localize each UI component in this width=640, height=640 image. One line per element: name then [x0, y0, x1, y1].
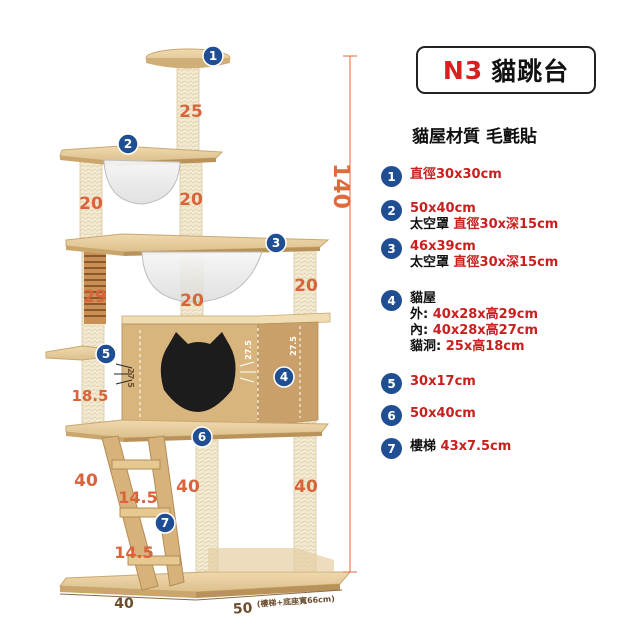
dim-post-left-lower: 18.5 — [71, 387, 108, 405]
spec-number-badge: 6 — [381, 405, 402, 426]
spec-number-badge: 2 — [381, 200, 402, 221]
material-note: 貓屋材質 毛氈貼 — [412, 127, 537, 147]
dim-post-right-base: 40 — [294, 477, 318, 497]
base-dimension-lines — [59, 589, 343, 601]
spec-lines: 50x40cm — [410, 406, 476, 422]
spec-line-value: 直徑30x深15cm — [453, 217, 559, 232]
dim-post-left-upper: 20 — [79, 194, 103, 214]
dim-post-top: 25 — [179, 102, 203, 122]
dim-house-left: 27.5 — [126, 368, 135, 388]
svg-text:1: 1 — [209, 49, 217, 63]
dim-post-center-upper: 20 — [179, 190, 203, 210]
spec-number-badge: 1 — [381, 166, 402, 187]
marker-5: 5 — [95, 343, 117, 365]
svg-text:2: 2 — [124, 137, 132, 151]
ladder — [101, 435, 185, 591]
dim-base-depth-note: (樓梯+底座寬66cm) — [256, 593, 335, 608]
marker-2: 2 — [117, 133, 139, 155]
svg-text:5: 5 — [102, 347, 110, 361]
spec-line-value: 50x40cm — [410, 406, 476, 421]
spec-line-label: 貓洞: — [410, 339, 446, 354]
spec-line-value: 43x7.5cm — [440, 439, 512, 454]
spec-line-value: 直徑30x30cm — [410, 167, 502, 182]
spec-lines: 直徑30x30cm — [410, 167, 502, 183]
dim-base-depth: 50 — [232, 600, 253, 617]
spec-line-value: 25x高18cm — [445, 339, 525, 354]
spring-toy — [84, 252, 106, 324]
dim-ladder-lower: 14.5 — [114, 543, 153, 562]
cat-tree-illustration: 140 25 20 20 29 20 20 18.5 40 40 40 14.5… — [45, 45, 357, 618]
spec-lines: 30x17cm — [410, 374, 476, 390]
dim-post-left-base: 40 — [74, 471, 98, 491]
spec-line: 太空罩 直徑30x深15cm — [410, 255, 558, 271]
spec-line: 樓梯 43x7.5cm — [410, 439, 511, 455]
spec-number-badge: 7 — [381, 438, 402, 459]
spec-line-value: 46x39cm — [410, 239, 476, 254]
spec-line-value: 40x28x高27cm — [432, 323, 539, 338]
marker-1: 1 — [202, 45, 224, 67]
dim-ladder-upper: 14.5 — [118, 488, 157, 507]
spec-line: 直徑30x30cm — [410, 167, 502, 183]
height-dimension-line — [343, 55, 357, 573]
title-box: N3 貓跳台 — [416, 46, 596, 94]
spec-line: 50x40cm — [410, 201, 558, 217]
spec-line: 外: 40x28x高29cm — [410, 307, 538, 323]
spec-line-label: 內: — [410, 323, 433, 338]
spec-line: 50x40cm — [410, 406, 476, 422]
spec-number-badge: 5 — [381, 373, 402, 394]
spec-line-label: 外: — [410, 307, 433, 322]
dim-post-center-mid: 20 — [180, 291, 204, 311]
spec-lines: 樓梯 43x7.5cm — [410, 439, 511, 455]
spec-line-value: 貓屋 — [410, 291, 437, 306]
spec-line-label: 太空罩 — [410, 255, 454, 270]
dim-post-right-mid: 20 — [294, 276, 318, 296]
dim-post-spring: 29 — [83, 287, 107, 307]
svg-text:4: 4 — [280, 370, 288, 384]
spec-line: 46x39cm — [410, 239, 558, 255]
dome-1 — [103, 159, 181, 205]
product-name: 貓跳台 — [491, 57, 570, 86]
dim-post-center-base: 40 — [176, 477, 200, 497]
spec-line-label: 樓梯 — [410, 439, 441, 454]
dim-total-height: 140 — [328, 163, 353, 209]
spec-line-value: 40x28x高29cm — [432, 307, 539, 322]
marker-3: 3 — [265, 232, 287, 254]
spec-line-value: 30x17cm — [410, 374, 476, 389]
spec-line: 貓屋 — [410, 291, 538, 307]
spec-line: 太空罩 直徑30x深15cm — [410, 217, 558, 233]
spec-number-badge: 4 — [381, 290, 402, 311]
marker-4: 4 — [273, 366, 295, 388]
model-code: N3 — [442, 55, 484, 85]
spec-line: 內: 40x28x高27cm — [410, 323, 538, 339]
dim-house-inner: 27.5 — [244, 340, 253, 360]
svg-text:7: 7 — [161, 516, 169, 530]
dim-base-width: 40 — [114, 596, 134, 612]
dome-2 — [141, 251, 263, 303]
spec-line: 30x17cm — [410, 374, 476, 390]
spec-line: 貓洞: 25x高18cm — [410, 339, 538, 355]
spec-line-value: 50x40cm — [410, 201, 476, 216]
marker-6: 6 — [191, 426, 213, 448]
svg-text:6: 6 — [198, 430, 206, 444]
marker-7: 7 — [154, 512, 176, 534]
dim-house-right: 27.5 — [289, 336, 298, 356]
cat-house — [114, 312, 331, 427]
spec-number-badge: 3 — [381, 238, 402, 259]
spec-line-label: 太空罩 — [410, 217, 454, 232]
svg-text:3: 3 — [272, 236, 280, 250]
spec-line-value: 直徑30x深15cm — [453, 255, 559, 270]
